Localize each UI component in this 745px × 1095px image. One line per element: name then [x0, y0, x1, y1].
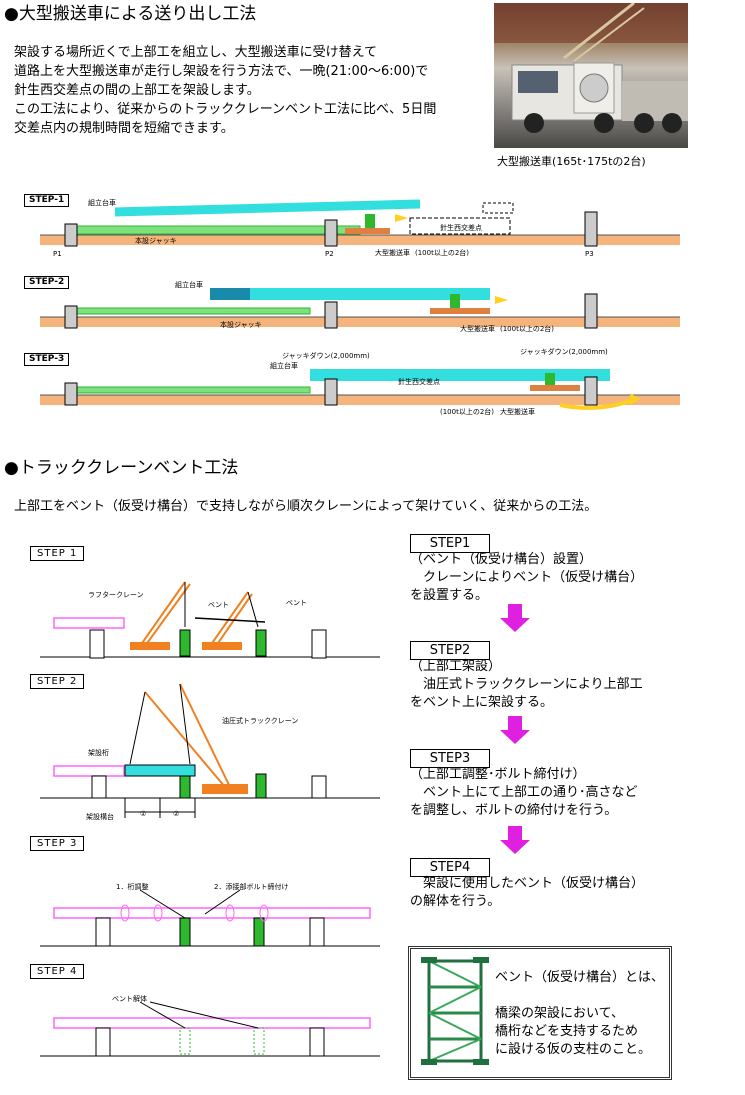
- step3-label-assembly: 組立台車: [270, 362, 298, 370]
- label-adjust: 1．桁調整: [116, 883, 149, 891]
- label-ground: 架設構台: [86, 813, 114, 821]
- bent-definition-box: ベント（仮受け構台）とは、 橋梁の架設において、 橋桁などを支持するため に設け…: [408, 946, 672, 1080]
- label-bent-2: ベント: [286, 599, 307, 607]
- step2-tag: STEP-2: [24, 276, 70, 289]
- step4-box: STEP4: [410, 858, 490, 877]
- step3-box: STEP3: [410, 749, 490, 768]
- label-truck-crane: 油圧式トラッククレーン: [222, 717, 299, 725]
- section2-intro: 上部工をベント（仮受け構台）で支持しながら順次クレーンによって架けていく、従来か…: [14, 499, 598, 514]
- step3-label-jackdown2: ジャッキダウン(2,000mm): [520, 348, 608, 356]
- step3-label-transporter: 大型搬送車: [500, 408, 535, 416]
- arrow-down-icon: [500, 826, 530, 854]
- step3-tag: STEP-3: [24, 353, 70, 366]
- arrow-down-icon: [500, 716, 530, 744]
- bent-definition-text: ベント（仮受け構台）とは、 橋梁の架設において、 橋桁などを支持するため に設け…: [495, 970, 665, 1057]
- bullet-icon: ●: [4, 458, 19, 478]
- step1-tag: STEP-1: [24, 194, 70, 207]
- step2-label-jack: 本設ジャッキ: [220, 321, 262, 329]
- step1-label-transporter: 大型搬送車: [375, 249, 410, 257]
- step3-label-intersection: 針生西交差点: [398, 378, 440, 386]
- crane-step3-tag: STEP 3: [30, 836, 85, 851]
- step3-text: （上部工調整･ボルト締付け） ベント上にて上部工の通り･高さなど を調整し、ボル…: [410, 767, 638, 818]
- step1-label-intersection: 針生西交差点: [440, 224, 482, 232]
- crane-step2-diagram: STEP 2 油圧式トラッククレーン 架設桁 架設構台 ① ②: [30, 672, 380, 822]
- arrow-down-icon: [500, 604, 530, 632]
- label-bolt: 2．添接部ボルト締付け: [214, 883, 289, 891]
- bullet-icon: ●: [4, 4, 19, 24]
- label-bent-remove: ベント解体: [112, 995, 147, 1003]
- crane-step1-diagram: STEP 1 ラフタークレーン ベント ベント: [30, 542, 380, 662]
- section1-paragraph: 架設する場所近くで上部工を組立し、大型搬送車に受け替えて 道路上を大型搬送車が走…: [14, 45, 437, 136]
- label-circle-1: ①: [140, 810, 147, 818]
- label-bent-1: ベント: [208, 601, 229, 609]
- step2-text: （上部工架設） 油圧式トラッククレーンにより上部工 をベント上に架設する。: [410, 659, 643, 710]
- step1-text: （ベント（仮受け構台）設置） クレーンによりベント（仮受け構台） を設置する。: [410, 552, 644, 603]
- pier-p2-label: P2: [325, 250, 334, 258]
- step2-label-assembly: 組立台車: [175, 281, 203, 289]
- label-circle-2: ②: [173, 810, 180, 818]
- step1-label-assembly: 組立台車: [88, 199, 116, 207]
- bent-structure-icon: [421, 957, 489, 1065]
- step3-label-jackdown1: ジャッキダウン(2,000mm): [282, 352, 370, 360]
- crane-step3-diagram: STEP 3 1．桁調整 2．添接部ボルト締付け: [30, 834, 380, 954]
- pier-p1-label: P1: [53, 250, 62, 258]
- crane-step4-diagram: STEP 4 ベント解体: [30, 962, 380, 1072]
- step1-label-qty: (100t以上の2台): [415, 249, 470, 257]
- step1-diagram: STEP-1 組立台車 本設ジャッキ 大型搬送車 針生西交差点 (100t以上の…: [20, 190, 680, 260]
- transporter-photo: [494, 1, 688, 148]
- crane-step4-tag: STEP 4: [30, 964, 85, 979]
- step2-box: STEP2: [410, 641, 490, 660]
- step1-box: STEP1: [410, 534, 490, 553]
- step2-label-transporter: 大型搬送車: [460, 325, 495, 333]
- label-rough-crane: ラフタークレーン: [88, 591, 144, 599]
- step2-diagram: STEP-2 組立台車 本設ジャッキ 大型搬送車 (100t以上の2台): [20, 272, 680, 342]
- step3-label-qty: (100t以上の2台): [440, 408, 495, 416]
- pier-p3-label: P3: [585, 250, 594, 258]
- crane-step2-tag: STEP 2: [30, 674, 85, 689]
- section2-title: ●トラッククレーンベント工法: [4, 458, 239, 478]
- step2-label-qty: (100t以上の2台): [500, 325, 555, 333]
- step4-text: 架設に使用したベント（仮受け構台） の解体を行う。: [410, 876, 645, 909]
- step1-label-jack: 本設ジャッキ: [135, 237, 177, 245]
- transporter-truck-icon: [494, 1, 688, 133]
- section1-title: ●大型搬送車による送り出し工法: [4, 4, 257, 24]
- crane-step1-tag: STEP 1: [30, 546, 85, 561]
- photo-caption: 大型搬送車(165t･175tの2台): [497, 155, 646, 168]
- label-girder: 架設桁: [88, 749, 109, 757]
- step3-diagram: STEP-3 ジャッキダウン(2,000mm) 組立台車 針生西交差点 (100…: [20, 347, 680, 427]
